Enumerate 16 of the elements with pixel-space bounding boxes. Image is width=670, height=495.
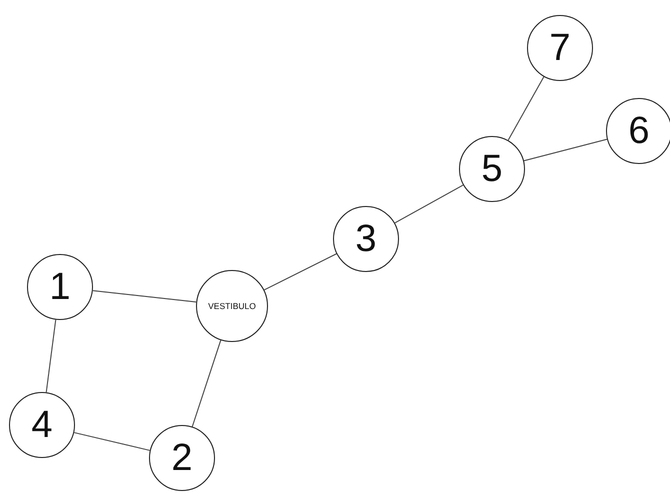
node-label: 4 — [31, 406, 53, 444]
connector-line — [264, 253, 337, 290]
node-label: 2 — [171, 439, 193, 477]
node-label: 7 — [549, 29, 571, 67]
connector-line — [192, 340, 222, 428]
connector-line — [46, 319, 56, 393]
connector-line — [523, 138, 608, 162]
node-label: 5 — [481, 150, 503, 188]
node-label: VESTIBULO — [208, 302, 256, 310]
node-label: 3 — [355, 220, 377, 258]
connector-line — [74, 432, 150, 451]
connector-line — [508, 76, 544, 141]
node-label: 6 — [628, 112, 650, 150]
connector-line — [92, 290, 197, 303]
node-label: 1 — [49, 268, 71, 306]
connector-line — [394, 184, 464, 224]
